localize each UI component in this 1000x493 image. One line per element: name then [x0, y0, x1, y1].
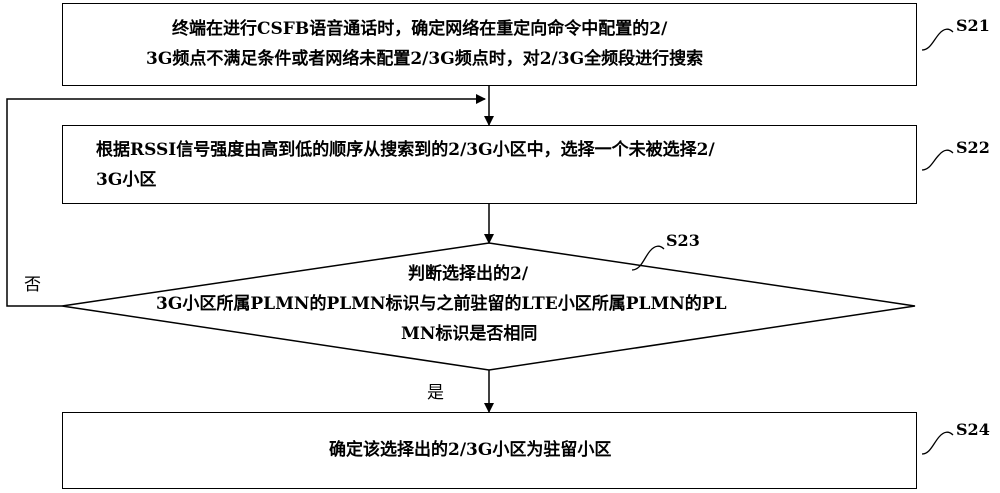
- step-s21-line-2: 3G频点不满足条件或者网络未配置2/3G频点时，对2/3G全频段进行搜索: [146, 49, 704, 69]
- step-s22-id: S22: [956, 138, 990, 157]
- step-s22-line-2: 3G小区: [96, 170, 157, 190]
- s21-leader-squiggle: [921, 28, 954, 51]
- step-s24-id: S24: [956, 420, 990, 439]
- step-s22-box: 根据RSSI信号强度由高到低的顺序从搜索到的2/3G小区中，选择一个未被选择2/…: [62, 125, 917, 204]
- step-s21-id: S21: [956, 16, 990, 35]
- branch-yes-label: 是: [427, 383, 444, 403]
- step-s22-line-1: 根据RSSI信号强度由高到低的顺序从搜索到的2/3G小区中，选择一个未被选择2/: [96, 140, 715, 160]
- step-s23-line-1: 判断选择出的2/: [408, 264, 529, 284]
- step-s23-line-2: 3G小区所属PLMN的PLMN标识与之前驻留的LTE小区所属PLMN的PL: [156, 294, 727, 314]
- step-s21-line-1: 终端在进行CSFB语音通话时，确定网络在重定向命令中配置的2/: [172, 19, 668, 39]
- s24-leader-squiggle: [921, 431, 954, 455]
- step-s21-box: 终端在进行CSFB语音通话时，确定网络在重定向命令中配置的2/ 3G频点不满足条…: [62, 3, 917, 86]
- branch-no-label: 否: [24, 275, 41, 295]
- step-s24-box: 确定该选择出的2/3G小区为驻留小区: [62, 412, 917, 489]
- s23-leader-squiggle: [631, 245, 665, 271]
- step-s23-line-3: MN标识是否相同: [401, 324, 538, 344]
- arrow-s23-loop-back: [6, 94, 486, 307]
- decision-diamond-s23: [61, 242, 916, 371]
- step-s23-id: S23: [666, 231, 700, 250]
- step-s24-line-1: 确定该选择出的2/3G小区为驻留小区: [329, 440, 612, 460]
- s22-leader-squiggle: [921, 149, 954, 171]
